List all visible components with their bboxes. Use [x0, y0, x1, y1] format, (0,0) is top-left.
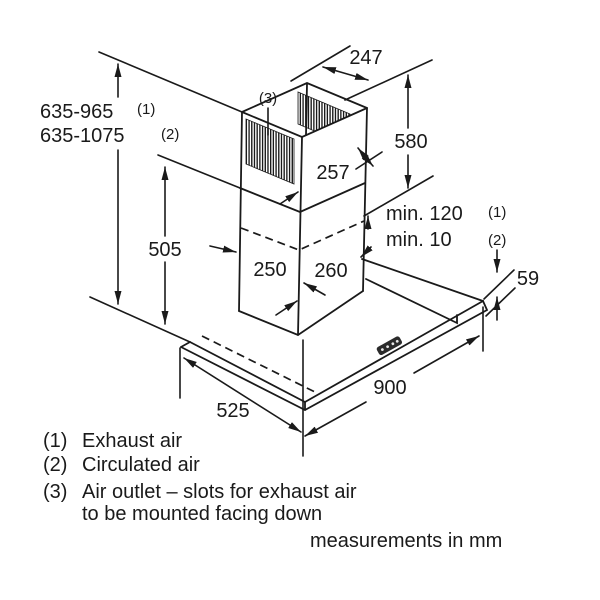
dim-lower-duct-depth: 260 — [314, 260, 347, 282]
legend: (1)Exhaust air (2)Circulated air (3)Air … — [43, 430, 502, 552]
telescopic-overlap-dashed-line — [240, 220, 365, 251]
dim-lower-duct-width: 250 — [253, 259, 286, 281]
control-button — [395, 339, 399, 343]
legend-item-exhaust-air: (1)Exhaust air — [43, 430, 182, 452]
air-outlet-slots-hatch — [245, 118, 295, 185]
control-panel — [376, 336, 403, 356]
body-edge-dashed-line — [201, 335, 318, 394]
dim-min-exhaust: min. 120 — [386, 203, 463, 225]
dimension-arrows — [114, 63, 501, 437]
air-outlet-marker: (3) — [259, 90, 277, 107]
control-button — [380, 348, 384, 351]
legend-item-air-outlet-cont: to be mounted facing down — [82, 503, 322, 525]
dim-upper-duct-width: 257 — [316, 162, 349, 184]
dimension-labels: 635-965 (1) 635-1075 (2) 505 (3) 247 580… — [40, 47, 539, 422]
extension-lines — [89, 45, 516, 457]
dim-height-exhaust: 635-965 — [40, 101, 113, 123]
dim-lower-duct-height: 505 — [148, 239, 181, 261]
legend-item-air-outlet: (3)Air outlet – slots for exhaust air — [43, 481, 357, 503]
units-footnote: measurements in mm — [310, 530, 502, 552]
dim-min-circulated-ref: (2) — [488, 232, 506, 249]
control-button — [386, 345, 390, 349]
dim-upper-duct-height: 580 — [394, 131, 427, 153]
dim-top-depth: 247 — [349, 47, 382, 69]
dim-canopy-thickness: 59 — [517, 268, 539, 290]
dim-min-exhaust-ref: (1) — [488, 204, 506, 221]
legend-item-circulated-air: (2)Circulated air — [43, 454, 200, 476]
chimney-duct — [238, 82, 368, 337]
control-button — [391, 342, 395, 346]
dim-min-circulated: min. 10 — [386, 229, 452, 251]
dim-canopy-width: 900 — [373, 377, 406, 399]
dim-canopy-depth: 525 — [216, 400, 249, 422]
dim-height-circulated-ref: (2) — [161, 126, 179, 143]
dim-height-circulated: 635-1075 — [40, 125, 125, 147]
dim-height-exhaust-ref: (1) — [137, 101, 155, 118]
